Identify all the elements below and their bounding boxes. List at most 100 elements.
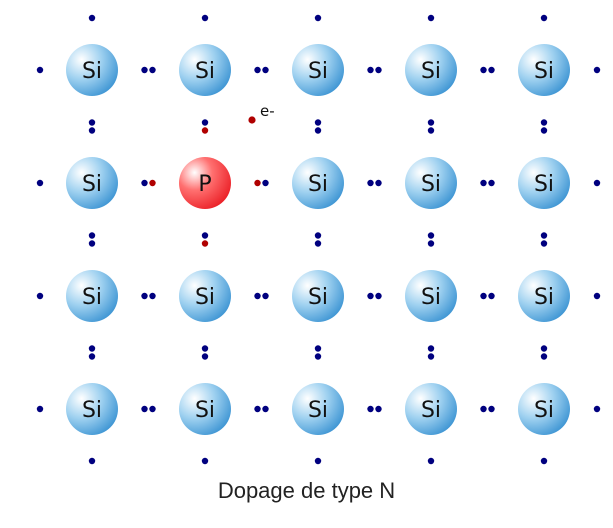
atom-symbol: Si [195,59,215,84]
silicon-atom: Si [66,44,118,96]
edge-electron [36,405,44,413]
valence-electron [314,119,322,126]
silicon-atom-circle [518,157,570,209]
silicon-atom-circle [405,270,457,322]
valence-electron [88,353,96,360]
edge-electron [593,179,601,187]
valence-electron [367,405,374,413]
valence-electron [480,405,487,413]
atom-symbol: P [198,172,211,197]
dopant-electron [201,240,209,247]
valence-electron [367,292,374,300]
silicon-atom: Si [66,157,118,209]
edge-electron [593,405,601,413]
atom-symbol: Si [82,398,102,423]
silicon-atom: Si [292,44,344,96]
atom-symbol: Si [308,59,328,84]
valence-electron [88,240,96,247]
silicon-atom-circle [405,157,457,209]
valence-electron [262,179,269,187]
silicon-atom: Si [405,157,457,209]
silicon-atom-circle [292,270,344,322]
silicon-atom-circle [179,383,231,435]
valence-electron [314,127,322,134]
valence-electron [262,405,269,413]
valence-electron [427,353,435,360]
silicon-atom-circle [405,44,457,96]
silicon-atom: Si [292,270,344,322]
silicon-atom: Si [66,383,118,435]
free-electron-label: e- [260,102,275,120]
silicon-atom-circle [518,270,570,322]
atom-symbol: Si [308,285,328,310]
silicon-atom-circle [292,383,344,435]
edge-electron [427,14,435,22]
silicon-atom-circle [66,157,118,209]
edge-electron [88,14,96,22]
edge-electron [427,457,435,465]
valence-electron [427,232,435,239]
dopant-electron [201,127,209,134]
valence-electron [314,353,322,360]
valence-electron [314,232,322,239]
atom-symbol: Si [308,398,328,423]
valence-electron [480,66,487,74]
valence-electron [201,119,209,126]
valence-electron [540,353,548,360]
valence-electron [427,345,435,352]
valence-electron [262,66,269,74]
valence-electron [367,66,374,74]
edge-electron [201,14,209,22]
diagram-caption: Dopage de type N [217,478,396,503]
valence-electron [540,119,548,126]
silicon-atom-circle [405,383,457,435]
valence-electron [201,232,209,239]
silicon-atom: Si [179,44,231,96]
valence-electron [488,405,495,413]
atom-symbol: Si [82,285,102,310]
atom-symbol: Si [421,59,441,84]
valence-electron [488,66,495,74]
edge-electron [201,457,209,465]
silicon-atom: Si [405,44,457,96]
valence-electron [427,127,435,134]
silicon-atom-circle [292,157,344,209]
edge-electron [314,14,322,22]
atom-symbol: Si [308,172,328,197]
valence-electron [141,66,148,74]
valence-electron [201,345,209,352]
valence-electron [375,179,382,187]
valence-electron [88,345,96,352]
atom-symbol: Si [82,59,102,84]
silicon-atom-circle [179,270,231,322]
valence-electron [427,240,435,247]
silicon-atom-circle [179,44,231,96]
valence-electron [149,292,156,300]
valence-electron [540,127,548,134]
silicon-atom: Si [405,270,457,322]
edge-electron [314,457,322,465]
dopant-electron [149,179,156,187]
valence-electron [375,66,382,74]
edge-electron [88,457,96,465]
valence-electron [480,179,487,187]
phosphorus-atom: P [179,157,231,209]
valence-electron [488,292,495,300]
atom-symbol: Si [534,285,554,310]
valence-electron [88,127,96,134]
silicon-atom: Si [66,270,118,322]
silicon-atom: Si [179,383,231,435]
atom-symbol: Si [421,398,441,423]
valence-electron [254,292,261,300]
atom-symbol: Si [82,172,102,197]
silicon-atom: Si [518,44,570,96]
atom-symbol: Si [534,398,554,423]
edge-electron [36,179,44,187]
valence-electron [201,353,209,360]
valence-electron [254,66,261,74]
valence-electron [88,119,96,126]
silicon-atom: Si [518,157,570,209]
silicon-atom-circle [66,44,118,96]
valence-electron [488,179,495,187]
